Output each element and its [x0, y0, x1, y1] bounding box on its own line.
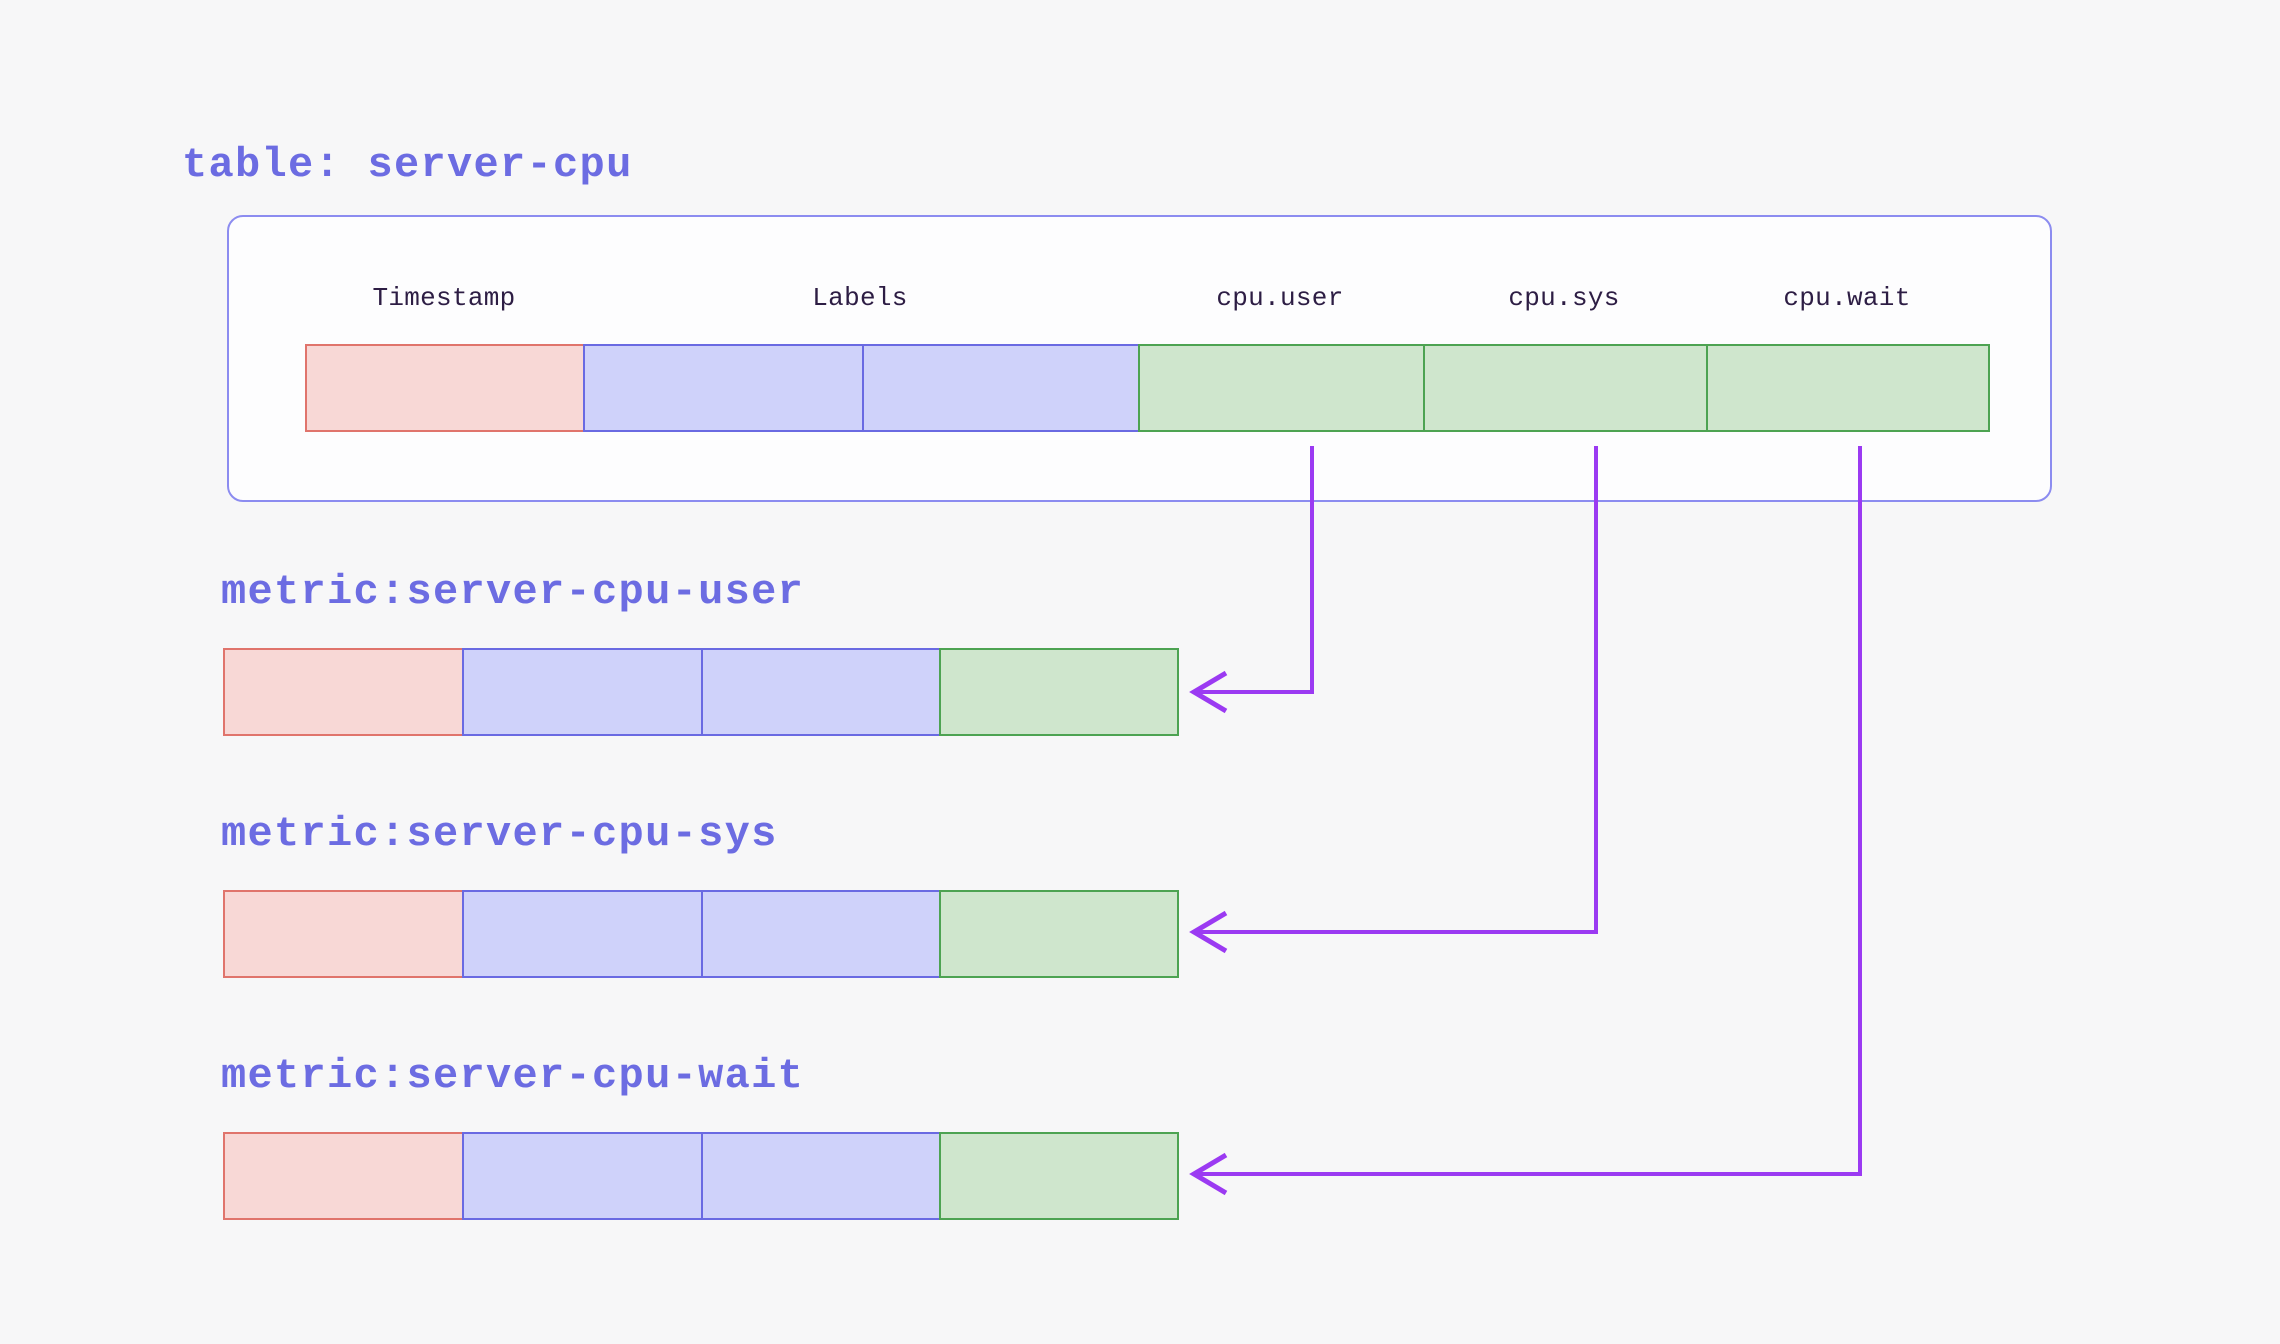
cpu-user-value-cell [1138, 344, 1425, 432]
labels-cell [862, 344, 1140, 432]
cpu-sys-value-cell [1423, 344, 1708, 432]
arrow-cpu-sys-to-metric [1189, 446, 1598, 954]
labels-cell [462, 648, 703, 736]
timestamp-cell [223, 648, 464, 736]
metric-row-cpu-sys [223, 890, 1179, 978]
arrow-cpu-wait-to-metric [1189, 446, 1862, 1196]
column-header-labels: Labels [812, 283, 908, 313]
table-row [305, 344, 1990, 432]
cpu-wait-value-cell [1706, 344, 1990, 432]
labels-cell [701, 648, 941, 736]
metric-title-cpu-wait: metric:server-cpu-wait [221, 1052, 805, 1100]
table-title: table: server-cpu [182, 141, 633, 189]
labels-cell [462, 1132, 703, 1220]
labels-cell [583, 344, 864, 432]
metric-title-cpu-sys: metric:server-cpu-sys [221, 810, 778, 858]
labels-cell [462, 890, 703, 978]
metric-row-cpu-user [223, 648, 1179, 736]
value-cell [939, 890, 1179, 978]
labels-cell [701, 1132, 941, 1220]
column-header-cpu-user: cpu.user [1216, 283, 1344, 313]
column-header-cpu-wait: cpu.wait [1783, 283, 1911, 313]
column-header-timestamp: Timestamp [372, 283, 516, 313]
timestamp-cell [305, 344, 585, 432]
value-cell [939, 648, 1179, 736]
column-header-cpu-sys: cpu.sys [1508, 283, 1620, 313]
metric-title-cpu-user: metric:server-cpu-user [221, 568, 805, 616]
timestamp-cell [223, 1132, 464, 1220]
labels-cell [701, 890, 941, 978]
timestamp-cell [223, 890, 464, 978]
value-cell [939, 1132, 1179, 1220]
metric-row-cpu-wait [223, 1132, 1179, 1220]
